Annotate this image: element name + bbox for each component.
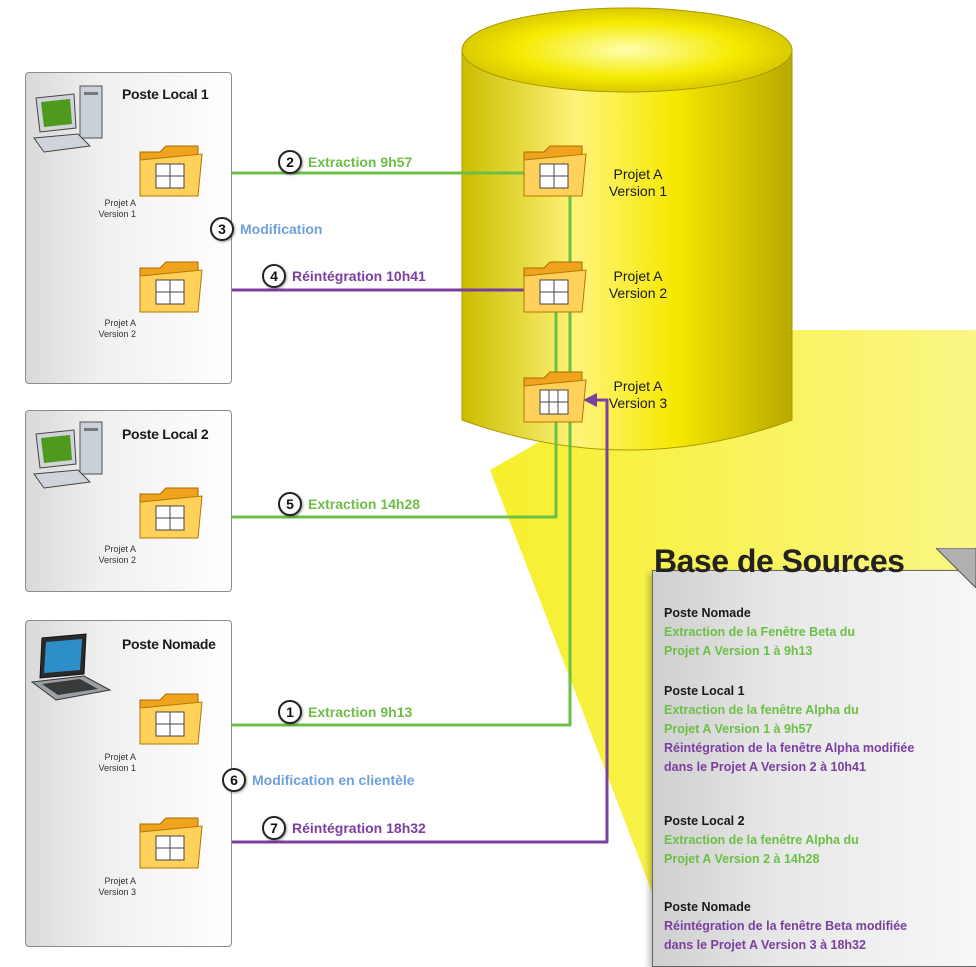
folder-icon	[139, 817, 203, 869]
step-text: Réintégration 10h41	[292, 268, 426, 284]
station-title: Poste Nomade	[122, 636, 216, 652]
folder-icon	[523, 145, 587, 197]
legend-line: Projet A Version 1 à 9h13	[664, 644, 813, 658]
desktop-computer-icon	[33, 85, 103, 153]
legend-block-heading: Poste Local 1	[664, 684, 745, 698]
legend-block-heading: Poste Local 2	[664, 814, 745, 828]
legend-block-heading: Poste Nomade	[664, 900, 751, 914]
folder-icon	[139, 261, 203, 313]
legend-note	[652, 570, 976, 967]
step-text: Extraction 14h28	[308, 496, 421, 512]
step-number-badge: 1	[278, 700, 302, 724]
legend-title: Base de Sources	[654, 543, 905, 579]
legend-block-4: Poste Nomade Réintégration de la fenêtre…	[664, 898, 907, 955]
folder-icon	[139, 145, 203, 197]
folder-icon	[523, 261, 587, 313]
legend-block-1: Poste Nomade Extraction de la Fenêtre Be…	[664, 604, 855, 661]
desktop-computer-icon	[33, 421, 103, 489]
legend-line: dans le Projet A Version 2 à 10h41	[664, 760, 866, 774]
legend-block-2: Poste Local 1 Extraction de la fenêtre A…	[664, 682, 914, 777]
step-label-7: 7 Réintégration 18h32	[262, 816, 426, 840]
connector-extraction-1	[200, 190, 572, 727]
folder-icon	[139, 693, 203, 745]
database-cylinder-icon	[461, 7, 793, 451]
step-label-1: 1 Extraction 9h13	[278, 700, 412, 724]
folder-icon	[139, 487, 203, 539]
step-label-5: 5 Extraction 14h28	[278, 492, 420, 516]
legend-block-3: Poste Local 2 Extraction de la fenêtre A…	[664, 812, 859, 869]
legend-line: Réintégration de la fenêtre Alpha modifi…	[664, 741, 915, 755]
step-number-badge: 3	[210, 217, 234, 241]
step-text: Extraction 9h13	[308, 704, 413, 720]
step-text: Modification	[240, 221, 323, 237]
connector-reintegration-7	[200, 398, 609, 844]
legend-line: Extraction de la fenêtre Alpha du	[664, 833, 859, 847]
station-title: Poste Local 1	[122, 86, 209, 102]
step-number-badge: 2	[278, 150, 302, 174]
legend-block-heading: Poste Nomade	[664, 606, 751, 620]
legend-line: Extraction de la fenêtre Alpha du	[664, 703, 859, 717]
step-label-6: 6 Modification en clientèle	[222, 768, 415, 792]
step-text: Extraction 9h57	[308, 154, 413, 170]
step-number-badge: 5	[278, 492, 302, 516]
step-number-badge: 6	[222, 768, 246, 792]
legend-line: dans le Projet A Version 3 à 18h32	[664, 938, 866, 952]
page-curl-icon	[936, 548, 976, 588]
step-number-badge: 4	[262, 264, 286, 288]
step-text: Réintégration 18h32	[292, 820, 426, 836]
legend-line: Extraction de la Fenêtre Beta du	[664, 625, 856, 639]
legend-line: Projet A Version 2 à 14h28	[664, 852, 820, 866]
legend-line: Projet A Version 1 à 9h57	[664, 722, 813, 736]
step-text: Modification en clientèle	[252, 772, 415, 788]
folder-icon	[523, 371, 587, 423]
laptop-icon	[30, 633, 112, 701]
step-number-badge: 7	[262, 816, 286, 840]
station-title: Poste Local 2	[122, 426, 209, 442]
step-label-4: 4 Réintégration 10h41	[262, 264, 426, 288]
step-label-3: 3 Modification	[210, 217, 322, 241]
legend-line: Réintégration de la fenêtre Beta modifié…	[664, 919, 908, 933]
step-label-2: 2 Extraction 9h57	[278, 150, 412, 174]
